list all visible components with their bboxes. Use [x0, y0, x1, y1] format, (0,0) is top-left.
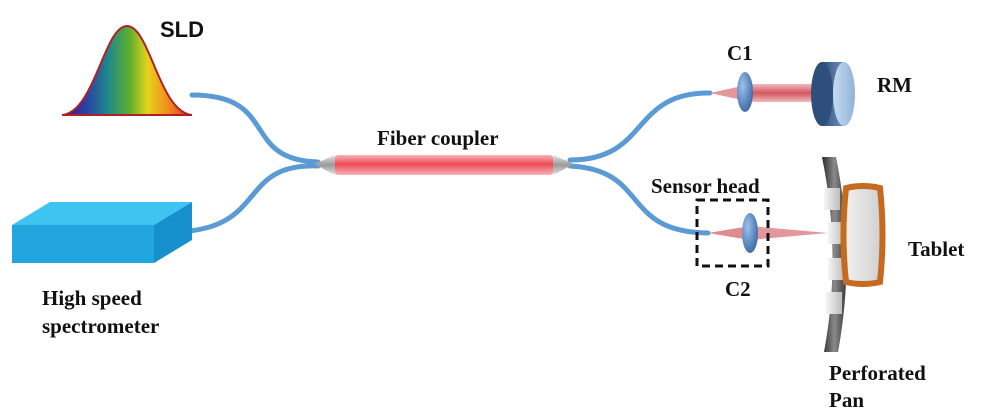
perforated-pan-icon: Perforated Pan [822, 157, 926, 412]
sensor-head-box [695, 198, 770, 268]
lens-icon [737, 72, 753, 112]
sld-source: SLD [61, 17, 204, 116]
mirror-front [811, 62, 833, 126]
reference-beam-cone [710, 86, 742, 100]
c2-label: C2 [725, 277, 751, 301]
sample-arm: Sensor head C2 [651, 174, 828, 301]
mirror-back [833, 62, 855, 126]
coupler-connector-left [314, 155, 335, 175]
pan-label-line2: Pan [829, 388, 864, 412]
reference-arm: C1 RM [710, 41, 912, 126]
tablet-body [840, 183, 886, 287]
fiber-coupler-to-c1 [567, 90, 713, 163]
pan-hole [828, 258, 844, 280]
lens-icon [742, 213, 758, 253]
sample-beam-focus [750, 226, 828, 240]
sample-beam-left [708, 226, 750, 240]
spectrometer-label-line2: spectrometer [42, 314, 159, 338]
fiber-coupler: Fiber coupler [314, 126, 574, 175]
fiber-lines [167, 90, 713, 236]
spectrometer: High speed spectrometer [12, 202, 192, 338]
tablet-label: Tablet [908, 237, 964, 261]
spectrometer-label-line1: High speed [42, 286, 142, 310]
reference-mirror-icon [811, 62, 855, 126]
coupler-label: Fiber coupler [377, 126, 499, 150]
spectrometer-top [12, 202, 192, 225]
sld-label: SLD [160, 17, 204, 42]
fiber-spectrometer-to-coupler [167, 163, 321, 235]
reference-beam [742, 84, 830, 102]
c1-label: C1 [727, 41, 753, 65]
sensor-head-label: Sensor head [651, 174, 760, 198]
fiber-sld-to-coupler [189, 92, 321, 165]
fiber-coupler-icon [335, 155, 553, 175]
spectrum-bell-curve-icon [61, 24, 193, 116]
fiber-coupler-to-c2 [567, 163, 711, 236]
coupler-connector-right [553, 155, 574, 175]
tablet-icon: Tablet [840, 183, 964, 287]
pan-hole [826, 292, 842, 314]
rm-label: RM [877, 73, 912, 97]
spectrometer-front [12, 225, 154, 263]
pan-hole [828, 222, 844, 244]
pan-hole [824, 188, 840, 210]
spectrometer-side [154, 202, 192, 263]
pan-label-line1: Perforated [829, 361, 926, 385]
